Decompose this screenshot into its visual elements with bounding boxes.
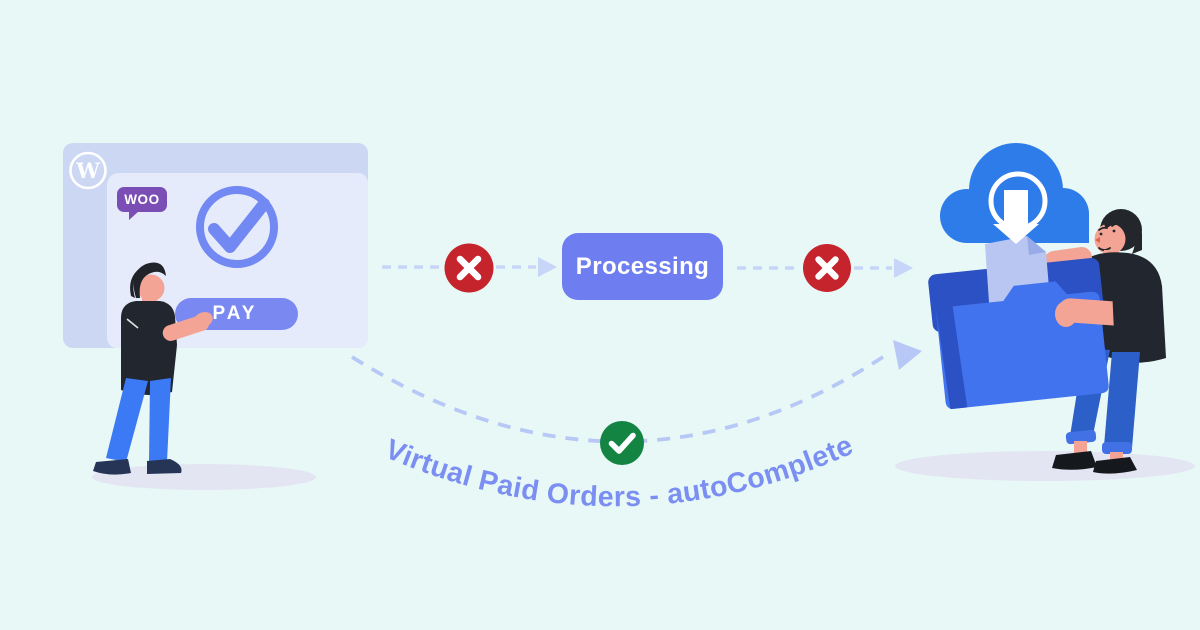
wordpress-logo-icon: W <box>69 151 107 190</box>
person-shoe <box>1052 451 1097 470</box>
arrow-right-icon <box>894 258 913 278</box>
woo-logo-tail <box>129 211 139 220</box>
checkout-window: W WOO PAY <box>63 143 368 348</box>
check-badge-icon <box>600 421 644 465</box>
person-sleeve-front <box>1112 278 1152 342</box>
folder-spine <box>935 306 968 410</box>
cloud-folder-illustration <box>928 143 1166 474</box>
right-person-shadow <box>895 451 1195 481</box>
person-forearm <box>1055 278 1152 342</box>
person-leg <box>1104 352 1140 448</box>
curved-arrowhead-icon <box>893 340 922 370</box>
wordpress-initial: W <box>75 158 100 183</box>
arrow-right-icon <box>538 257 557 277</box>
success-check-icon <box>196 186 278 268</box>
blocked-flow-line <box>382 265 892 270</box>
person-shoe <box>1093 457 1137 474</box>
jean-cuff <box>1065 429 1097 445</box>
pay-button[interactable]: PAY <box>175 298 298 330</box>
person-face <box>1094 223 1126 255</box>
processing-status-box: Processing <box>562 233 723 300</box>
woo-logo-icon: WOO <box>117 187 167 220</box>
person-nose <box>1095 237 1100 243</box>
left-person-shadow <box>92 464 316 490</box>
cross-icon <box>803 244 851 292</box>
jean-cuff <box>1102 442 1132 454</box>
person-hair-front <box>1104 214 1142 254</box>
download-arrow-icon <box>993 190 1039 244</box>
document-fold-corner <box>1027 236 1046 255</box>
cross-icon <box>444 243 494 293</box>
woo-logo-text: WOO <box>124 192 160 207</box>
